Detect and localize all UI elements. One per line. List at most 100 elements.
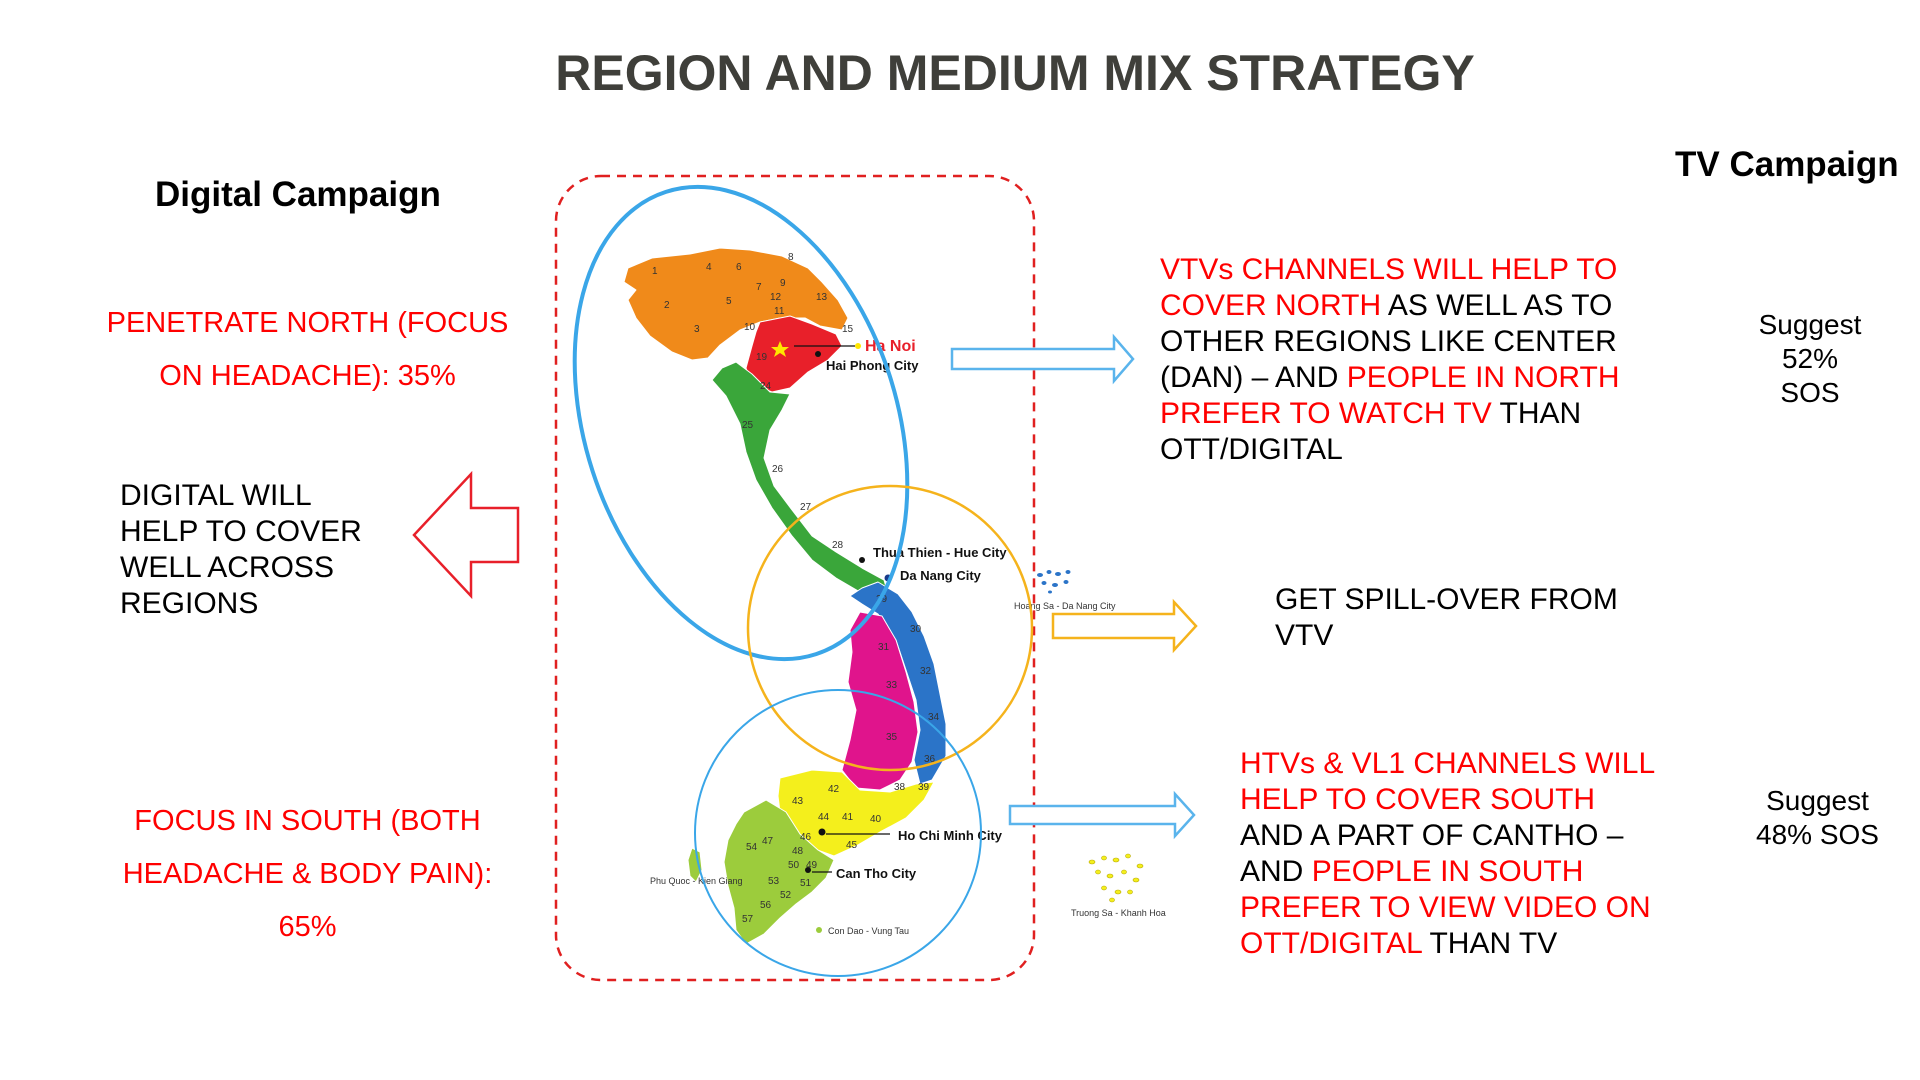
suggest-south-line-1: Suggest xyxy=(1766,785,1869,816)
province-12: 12 xyxy=(770,292,782,303)
digital-campaign-heading: Digital Campaign xyxy=(155,175,441,214)
vtv-line-6: OTT/DIGITAL xyxy=(1160,433,1343,466)
vtv-line-5: PREFER TO WATCH TV THAN xyxy=(1160,396,1620,432)
province-25: 25 xyxy=(742,420,754,431)
label-danang: Da Nang City xyxy=(900,568,982,583)
province-48: 48 xyxy=(792,846,804,857)
spill-line-1: GET SPILL-OVER FROM xyxy=(1275,583,1618,616)
city-labels: Ha Noi Hai Phong City Thua Thien - Hue C… xyxy=(826,338,1007,881)
province-44: 44 xyxy=(818,812,830,823)
island-labels: Hoang Sa - Da Nang City Truong Sa - Khan… xyxy=(650,601,1166,936)
label-hanoi: Ha Noi xyxy=(865,338,916,355)
htv-line-6-black: THAN TV xyxy=(1421,927,1558,960)
arrow-to-htv xyxy=(1008,790,1196,840)
province-56: 56 xyxy=(760,900,772,911)
province-27: 27 xyxy=(800,502,812,513)
condao-marker xyxy=(816,927,822,933)
province-53: 53 xyxy=(768,876,780,887)
map-dashed-box xyxy=(554,174,1036,982)
suggest-south: Suggest 48% SOS xyxy=(1735,784,1900,852)
suggest-north-line-2: 52% xyxy=(1781,343,1839,374)
province-3: 3 xyxy=(694,324,700,335)
province-42: 42 xyxy=(828,784,840,795)
vtv-text: VTVs CHANNELS WILL HELP TO COVER NORTH A… xyxy=(1160,252,1620,468)
province-45: 45 xyxy=(846,840,858,851)
province-33: 33 xyxy=(886,680,898,691)
province-1: 1 xyxy=(652,266,658,277)
province-51: 51 xyxy=(800,878,812,889)
region-central-coast xyxy=(849,581,947,785)
vtv-line-3: OTHER REGIONS LIKE CENTER xyxy=(1160,325,1617,358)
province-13: 13 xyxy=(816,292,828,303)
province-43: 43 xyxy=(792,796,804,807)
spill-line-2: VTV xyxy=(1275,619,1334,652)
north-coverage-ellipse xyxy=(572,184,910,662)
digital-south-line-3: 65% xyxy=(278,911,337,943)
city-markers xyxy=(771,341,892,933)
province-5: 5 xyxy=(726,296,732,307)
htv-line-5: PREFER TO VIEW VIDEO ON xyxy=(1240,891,1651,924)
center-coverage-circle xyxy=(746,484,1034,772)
province-9: 9 xyxy=(780,278,786,289)
province-11: 11 xyxy=(774,306,785,317)
digital-cover-line-3: WELL ACROSS xyxy=(120,551,334,584)
province-50: 50 xyxy=(788,860,800,871)
haiphong-marker xyxy=(815,351,821,357)
region-mekong xyxy=(723,799,835,945)
truongsa-islands-icon xyxy=(1088,853,1144,903)
digital-cover-line-1: DIGITAL WILL xyxy=(120,479,312,512)
province-41: 41 xyxy=(842,812,854,823)
label-truongsa: Truong Sa - Khanh Hoa xyxy=(1071,908,1166,918)
htv-line-4-black: AND xyxy=(1240,855,1312,888)
spill-text: GET SPILL-OVER FROM VTV xyxy=(1275,582,1618,654)
province-38: 38 xyxy=(894,782,906,793)
vtv-line-5-black: THAN xyxy=(1491,397,1582,430)
province-8: 8 xyxy=(788,252,794,263)
label-hue: Thua Thien - Hue City xyxy=(873,545,1007,560)
label-hoangsa: Hoang Sa - Da Nang City xyxy=(1014,601,1116,611)
suggest-south-line-2: 48% SOS xyxy=(1756,819,1879,850)
region-central-north xyxy=(711,361,889,601)
hcm-marker xyxy=(818,828,826,836)
hue-marker xyxy=(859,557,865,563)
digital-cover-line-4: REGIONS xyxy=(120,587,259,620)
province-26: 26 xyxy=(772,464,784,475)
province-54: 54 xyxy=(746,842,758,853)
cantho-marker xyxy=(805,867,811,873)
label-cantho: Can Tho City xyxy=(836,866,917,881)
vtv-line-4: (DAN) – AND PEOPLE IN NORTH xyxy=(1160,360,1620,396)
suggest-north: Suggest 52% SOS xyxy=(1735,308,1885,410)
province-24: 24 xyxy=(760,381,772,392)
vtv-line-2-black: AS WELL AS TO xyxy=(1381,289,1613,322)
province-36: 36 xyxy=(924,754,936,765)
south-coverage-circle xyxy=(694,689,982,977)
province-47: 47 xyxy=(762,836,774,847)
htv-line-4: AND PEOPLE IN SOUTH xyxy=(1240,854,1655,890)
province-40: 40 xyxy=(870,814,882,825)
province-49: 49 xyxy=(806,860,818,871)
arrow-to-spill xyxy=(1051,598,1198,654)
page-title: REGION AND MEDIUM MIX STRATEGY xyxy=(555,45,1475,101)
suggest-north-line-3: SOS xyxy=(1780,377,1840,408)
island-phuquoc xyxy=(687,847,703,883)
digital-north-line-2: ON HEADACHE): 35% xyxy=(159,360,456,392)
province-7: 7 xyxy=(756,282,762,293)
province-4: 4 xyxy=(706,262,712,273)
province-19: 19 xyxy=(756,352,768,363)
province-10: 10 xyxy=(744,322,756,333)
province-52: 52 xyxy=(780,890,792,901)
htv-line-1: HTVs & VL1 CHANNELS WILL xyxy=(1240,747,1656,780)
digital-cover-line-2: HELP TO COVER xyxy=(120,515,362,548)
htv-line-4-red: PEOPLE IN SOUTH xyxy=(1311,855,1584,888)
province-46: 46 xyxy=(800,832,812,843)
htv-line-6: OTT/DIGITAL THAN TV xyxy=(1240,926,1655,962)
digital-north-line-1: PENETRATE NORTH (FOCUS xyxy=(106,307,509,339)
vtv-line-4-black: (DAN) – AND xyxy=(1160,361,1347,394)
digital-south-text: FOCUS IN SOUTH (BOTH HEADACHE & BODY PAI… xyxy=(70,795,545,954)
arrow-to-vtv xyxy=(950,333,1135,385)
hanoi-star-icon xyxy=(771,341,789,357)
digital-cover-text: DIGITAL WILL HELP TO COVER WELL ACROSS R… xyxy=(120,478,362,622)
province-31: 31 xyxy=(878,642,890,653)
province-35: 35 xyxy=(886,732,898,743)
province-30: 30 xyxy=(910,624,922,635)
